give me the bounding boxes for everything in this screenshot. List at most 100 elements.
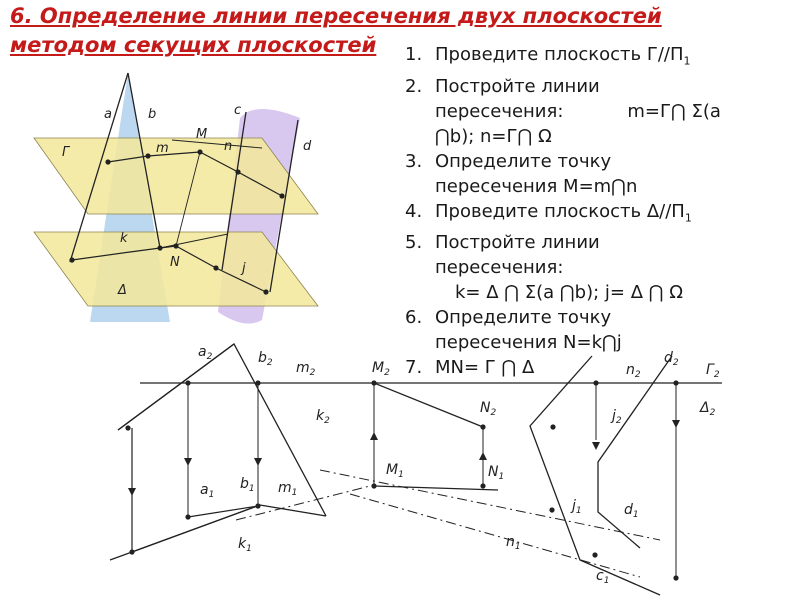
pt-c-front — [550, 424, 556, 430]
pt-a1 — [185, 514, 191, 520]
pt-c1 — [592, 552, 598, 558]
arrow-n — [592, 442, 600, 450]
arrow-k — [128, 488, 136, 496]
line-k — [71, 245, 177, 261]
line-k1 — [131, 504, 261, 553]
point-n-c — [235, 169, 241, 175]
label-D2: Δ2 — [699, 400, 716, 418]
delta-plane — [33, 231, 319, 307]
label-n1: n1 — [506, 534, 521, 552]
edge-c — [221, 111, 247, 271]
line-k2 — [373, 382, 484, 428]
step-7: 7. MN= Г ⋂ Δ — [405, 357, 535, 379]
link-ab — [187, 505, 259, 518]
line-mn-pictorial — [175, 151, 201, 247]
pt-N2 — [480, 424, 486, 430]
trace-m1 — [235, 485, 371, 521]
line-g-mn — [171, 139, 263, 149]
pt-j1 — [549, 507, 555, 513]
label-M1: M1 — [386, 462, 404, 480]
label-j1: j1 — [570, 498, 582, 516]
edge-a — [69, 72, 129, 263]
label-a1: a1 — [200, 482, 214, 500]
point-j-d — [263, 289, 269, 295]
arrow-M — [370, 432, 378, 440]
label-gamma: Г — [62, 145, 71, 160]
pt-k1 — [129, 549, 135, 555]
step-6: 6. Определите точку пересечения N=k⋂j — [405, 307, 622, 354]
label-N: N — [170, 255, 180, 270]
label-n: n — [224, 139, 232, 154]
line-M1N1 — [373, 485, 499, 491]
label-m: m — [156, 141, 169, 156]
label-M: M — [196, 127, 207, 142]
pt-b2 — [255, 380, 261, 386]
pt-N1 — [480, 483, 486, 489]
label-j2: j2 — [610, 408, 622, 426]
point-j-c — [213, 265, 219, 271]
pt-a-low — [125, 425, 131, 431]
pt-d1 — [673, 575, 679, 581]
triangle-front-base — [117, 343, 235, 431]
label-d2: d2 — [664, 350, 679, 368]
prism-front-right — [597, 355, 673, 549]
pictorial-view: a b c d m M n Г k N j Δ — [33, 72, 319, 324]
label-m1: m1 — [278, 480, 297, 498]
line-d-kn — [159, 233, 229, 249]
prism-front-left — [529, 355, 661, 596]
label-N2: N2 — [480, 400, 496, 418]
label-c: c — [234, 103, 241, 118]
point-M — [197, 149, 203, 155]
pt-M2 — [371, 380, 377, 386]
arrow-N — [479, 452, 487, 460]
instruction-steps: 1. Проведите плоскость Г//П1 2. Постройт… — [405, 42, 795, 380]
title-line-2: методом секущих плоскостей — [10, 33, 377, 57]
slide-title: 6. Определение линии пересечения двух пл… — [10, 2, 790, 60]
point-m-b — [145, 153, 151, 159]
step-4: 4. Проведите плоскость Δ//П1 — [405, 200, 692, 225]
step-1: 1. Проведите плоскость Г//П1 — [405, 44, 691, 68]
projection-labels: a2 b2 m2 M2 N2 k2 n2 d2 Г2 j2 Δ2 a1 b1 m… — [198, 344, 720, 586]
label-c1: c1 — [596, 568, 609, 586]
label-M2: M2 — [372, 360, 390, 378]
pt-d2 — [673, 380, 679, 386]
point-n-d — [279, 193, 285, 199]
point-N — [173, 243, 179, 249]
arrow-d — [672, 420, 680, 428]
point-m-a — [105, 159, 111, 165]
pt-a2 — [185, 380, 191, 386]
trace-d — [319, 469, 661, 541]
arrow-a — [184, 458, 192, 466]
label-k: k — [120, 231, 128, 246]
arrow-b — [254, 458, 262, 466]
label-n2: n2 — [626, 362, 641, 380]
label-k2: k2 — [316, 408, 330, 426]
projection-view — [109, 343, 722, 596]
label-m2: m2 — [296, 360, 316, 378]
step-3: 3. Определите точку пересечения M=m⋂n — [405, 150, 638, 197]
label-d1: d1 — [624, 502, 639, 520]
edge-b — [127, 72, 161, 249]
label-j: j — [240, 261, 246, 276]
point-k-a — [69, 257, 75, 263]
label-b: b — [148, 107, 156, 122]
title-line-1: 6. Определение линии пересечения двух пл… — [10, 4, 662, 28]
label-N1: N1 — [488, 464, 504, 482]
label-b1: b1 — [240, 476, 255, 494]
label-a: a — [104, 107, 112, 122]
pt-n2 — [593, 380, 599, 386]
gamma-plane — [33, 137, 319, 215]
point-k-b — [157, 245, 163, 251]
pt-b1 — [255, 503, 261, 509]
edge-d — [269, 119, 299, 293]
trace-n1 — [349, 493, 641, 578]
step-2: 2. Постройте линии пересечения:m=Г⋂ Σ(a … — [405, 75, 721, 147]
pt-M1 — [371, 483, 377, 489]
triangle-top — [109, 504, 327, 561]
label-G2: Г2 — [706, 362, 720, 380]
label-delta: Δ — [117, 283, 127, 298]
label-k1: k1 — [238, 536, 252, 554]
step-5: 5. Постройте линии пересечения: k= Δ ⋂ Σ… — [405, 232, 683, 304]
label-a2: a2 — [198, 344, 213, 362]
